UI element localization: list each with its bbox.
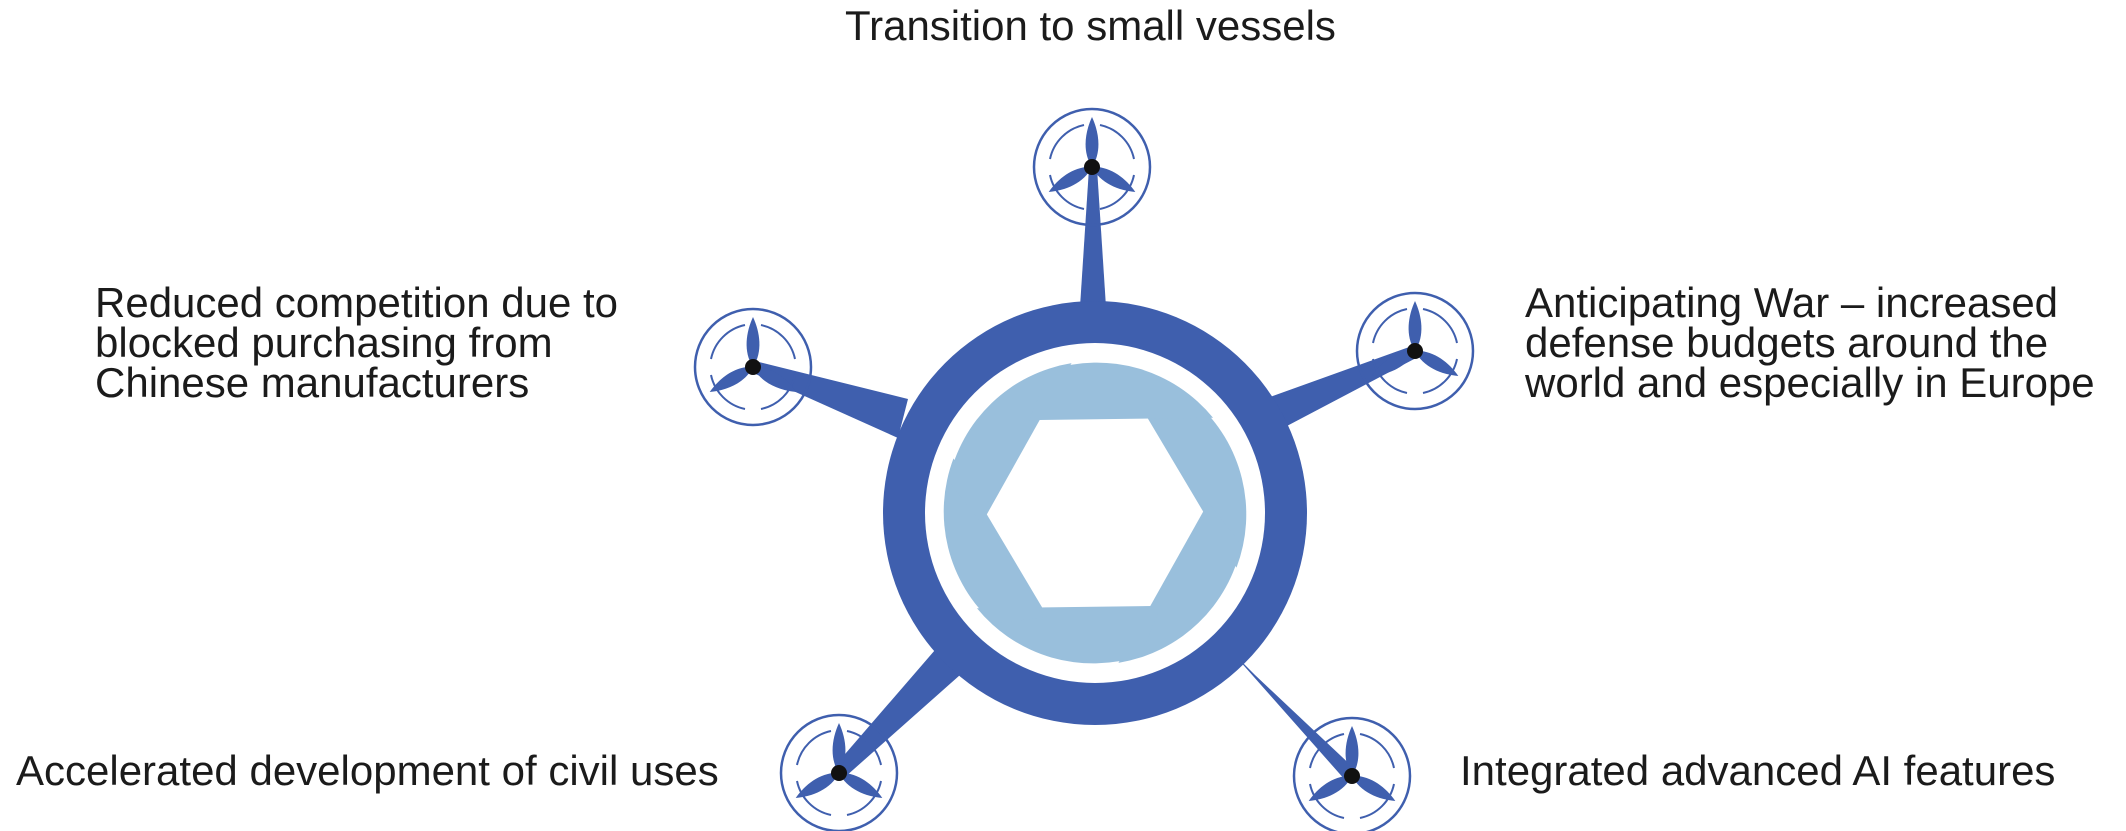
propeller-icon <box>779 713 899 831</box>
label-civil-uses: Accelerated development of civil uses <box>16 747 719 794</box>
arm-left <box>751 361 908 438</box>
arm-top <box>1080 168 1106 307</box>
label-line: Anticipating War – increased <box>1525 279 2059 326</box>
label-line: Accelerated development of civil uses <box>16 747 719 794</box>
label-line: blocked purchasing from <box>95 319 553 366</box>
propeller-icon <box>1355 291 1475 411</box>
label-transition-small-vessels: Transition to small vessels <box>845 2 1336 49</box>
aperture-blades <box>943 362 1247 664</box>
propeller-icon <box>693 307 813 427</box>
drone-body-aperture-icon <box>883 301 1307 725</box>
propeller-icon <box>1292 716 1412 831</box>
label-ai-features: Integrated advanced AI features <box>1460 747 2056 794</box>
label-line: defense budgets around the <box>1525 319 2049 366</box>
label-line: Reduced competition due to <box>95 279 619 326</box>
arm-bottom-right <box>1230 650 1358 781</box>
label-line: Transition to small vessels <box>845 2 1336 49</box>
label-reduced-competition: Reduced competition due to blocked purch… <box>95 279 619 406</box>
label-line: Chinese manufacturers <box>95 359 530 406</box>
label-anticipating-war: Anticipating War – increased defense bud… <box>1525 279 2095 406</box>
label-line: world and especially in Europe <box>1525 359 2095 406</box>
arm-bottom-left <box>833 650 960 777</box>
label-line: Integrated advanced AI features <box>1460 747 2056 794</box>
